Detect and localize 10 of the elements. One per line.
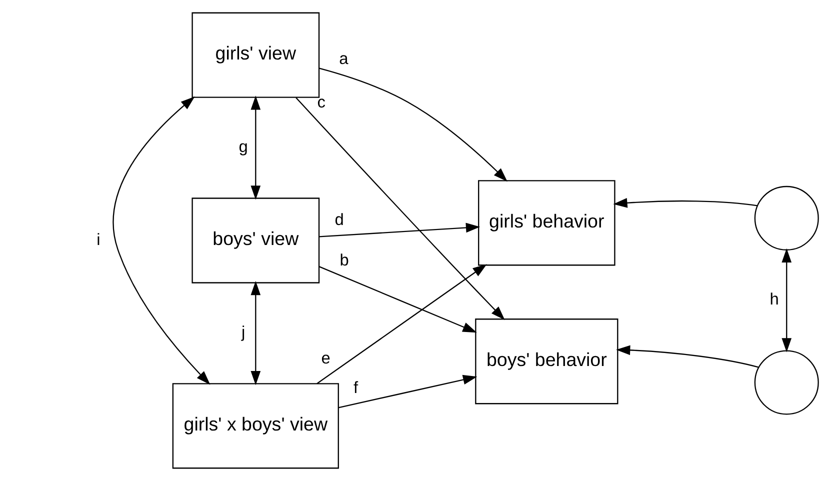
- edge-label: i: [96, 230, 100, 249]
- edge-label: b: [339, 251, 348, 270]
- edge-label: h: [769, 290, 778, 309]
- edge-label: f: [353, 378, 358, 397]
- edge-label: j: [241, 324, 245, 342]
- edge-label: c: [316, 94, 325, 112]
- edge-label: d: [334, 210, 344, 229]
- edge-label: a: [338, 50, 348, 68]
- edge-label: g: [238, 138, 248, 156]
- edge-label: e: [320, 350, 330, 368]
